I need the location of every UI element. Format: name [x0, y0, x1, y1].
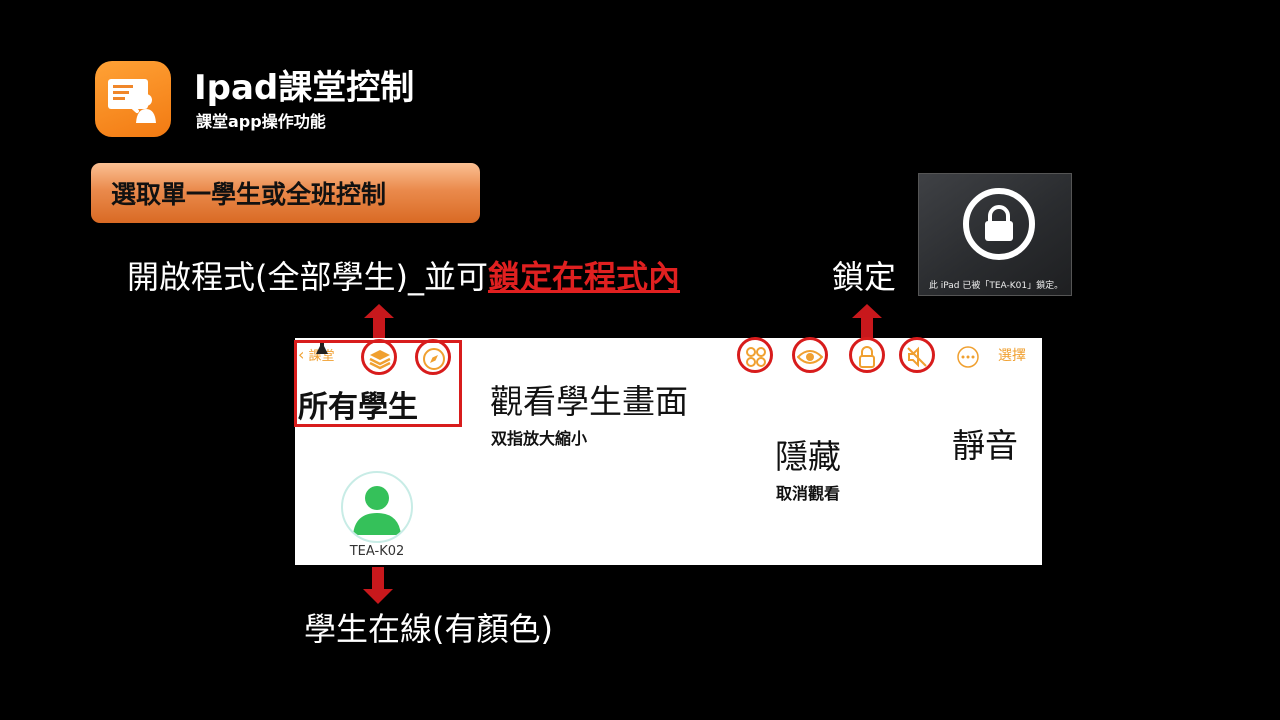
back-button-label: 課堂 — [308, 349, 335, 364]
hide-annotation: 隱藏 — [775, 437, 841, 476]
open-app-annotation-prefix: 開啟程式(全部學生)_並可 — [127, 258, 488, 296]
section-heading-label: 選取單一學生或全班控制 — [111, 180, 387, 209]
student-avatar[interactable] — [341, 471, 413, 543]
section-heading-pill: 選取單一學生或全班控制 — [91, 163, 480, 223]
padlock-icon — [985, 205, 1013, 241]
all-students-title: 所有學生 — [298, 390, 418, 425]
arrow-down-online — [363, 567, 393, 604]
view-screen-hint: 双指放大縮小 — [491, 429, 588, 448]
open-app-annotation-highlight: 鎖定在程式內 — [487, 258, 680, 296]
back-button[interactable]: ‹ 課堂 — [298, 345, 335, 364]
app-subtitle: 課堂app操作功能 — [196, 112, 326, 131]
arrow-up-lock — [852, 304, 882, 340]
lock-annotation: 鎖定 — [832, 258, 897, 296]
student-name: TEA-K02 — [349, 544, 405, 559]
online-annotation: 學生在線(有顏色) — [304, 610, 553, 648]
select-button[interactable]: 選擇 — [998, 348, 1026, 364]
flask-icon — [315, 340, 329, 360]
lock-circle — [963, 188, 1035, 260]
lock-preview-message: 此 iPad 已被「TEA-K01」鎖定。 — [928, 281, 1064, 291]
highlight-ring-compass — [415, 339, 451, 375]
app-title: Ipad課堂控制 — [194, 68, 415, 108]
highlight-ring-mute — [899, 337, 935, 373]
classroom-app-panel: ‹ 課堂 所有學生 選擇 — [295, 338, 1042, 565]
highlight-ring-grid — [737, 337, 773, 373]
arrow-up-open-app — [364, 304, 394, 340]
classroom-app-icon — [95, 61, 171, 137]
chevron-left-icon: ‹ — [298, 345, 305, 364]
highlight-ring-eye — [792, 337, 828, 373]
more-icon[interactable] — [953, 342, 983, 372]
lock-screen-preview: 此 iPad 已被「TEA-K01」鎖定。 — [918, 173, 1072, 296]
user-icon — [353, 486, 401, 535]
view-screen-annotation: 觀看學生畫面 — [490, 382, 688, 421]
highlight-ring-lock — [849, 337, 885, 373]
open-app-annotation: 開啟程式(全部學生)_並可鎖定在程式內 — [127, 258, 680, 296]
highlight-ring-layers — [361, 339, 397, 375]
mute-annotation: 靜音 — [952, 426, 1018, 465]
hide-hint: 取消觀看 — [776, 484, 841, 503]
